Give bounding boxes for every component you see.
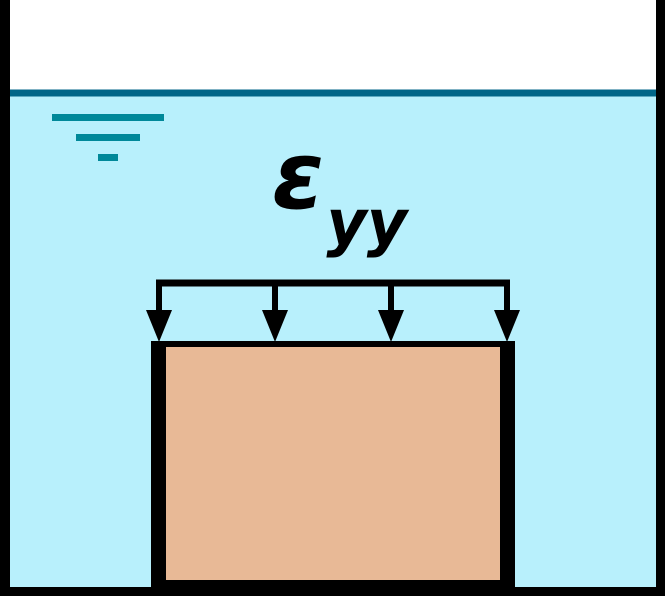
soil-sample xyxy=(166,347,500,583)
strain-symbol: ε xyxy=(272,122,324,231)
sample-right-wall xyxy=(500,341,515,589)
sample-left-wall xyxy=(151,341,166,589)
load-arrows xyxy=(146,283,520,342)
tank-bottom xyxy=(0,587,665,596)
strain-subscript: yy xyxy=(326,186,409,259)
strain-label: εyy xyxy=(272,122,410,259)
water-level-icon xyxy=(52,114,164,161)
tank-left-wall xyxy=(0,0,10,596)
down-arrow-icon xyxy=(378,283,404,342)
sample-bottom-plate xyxy=(151,580,515,588)
down-arrow-icon xyxy=(262,283,288,342)
tank-right-wall xyxy=(656,0,665,596)
sample-top-plate xyxy=(151,341,515,347)
down-arrow-icon xyxy=(494,283,520,342)
down-arrow-icon xyxy=(146,283,172,342)
